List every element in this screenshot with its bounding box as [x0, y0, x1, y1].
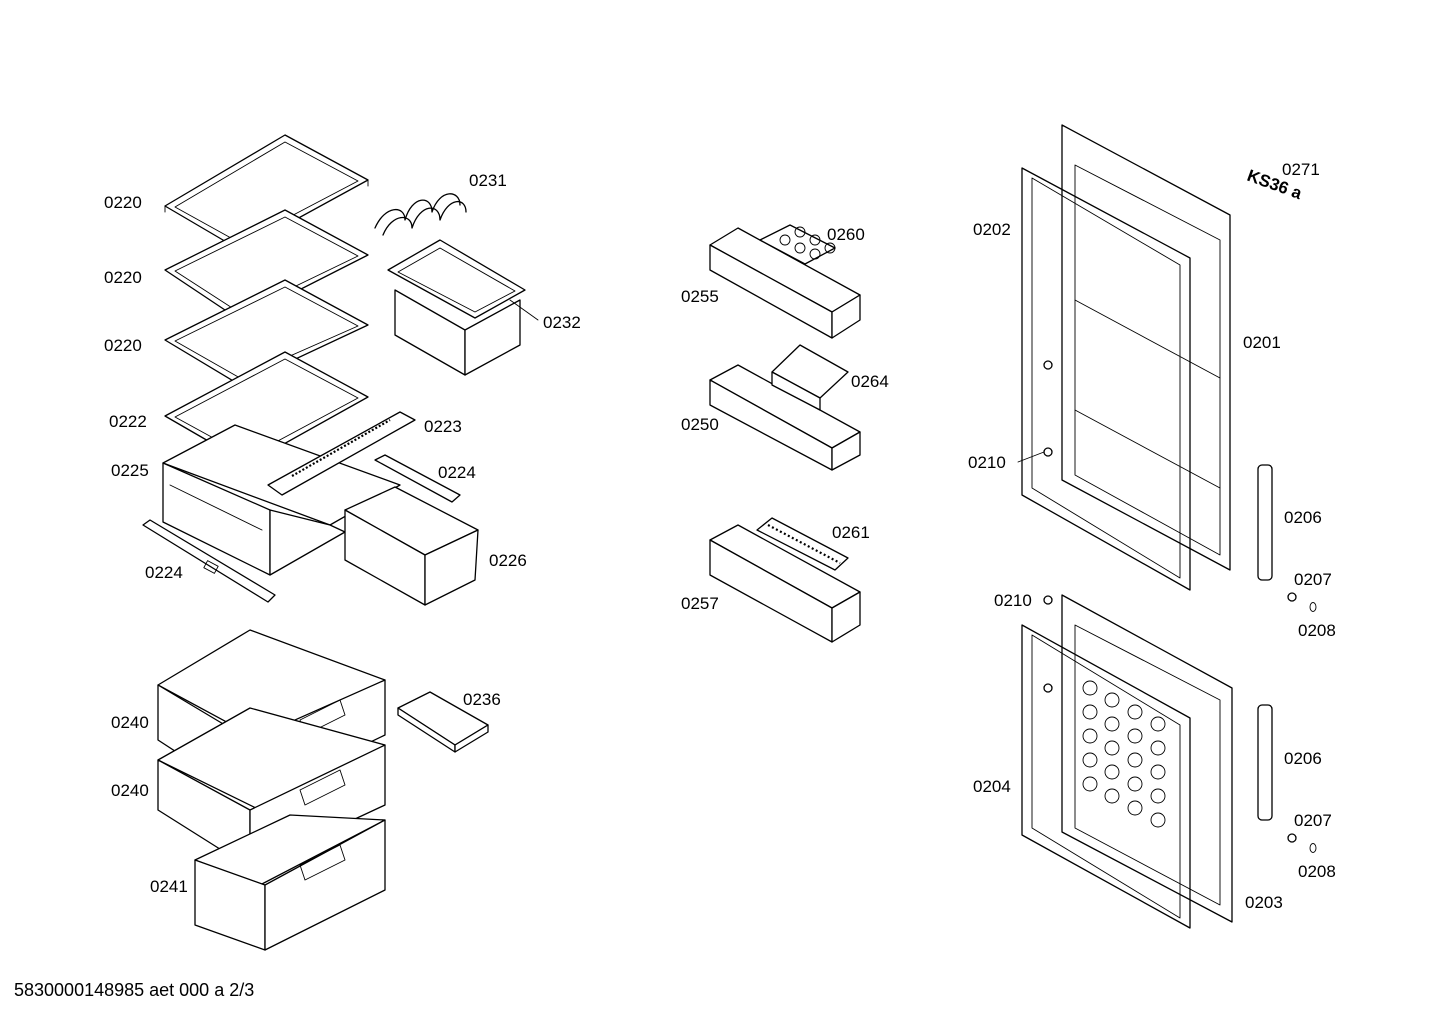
callout-0232: 0232 — [543, 313, 581, 332]
hinge-pin-4 — [1043, 683, 1053, 693]
hinge-pin-2 — [1043, 447, 1053, 457]
callout-0223: 0223 — [424, 417, 462, 436]
callout-0207: 0207 — [1294, 570, 1332, 589]
callout-0271: 0271 — [1282, 160, 1320, 179]
door-handle-lower — [1257, 704, 1273, 821]
freezer-drawer-3 — [194, 814, 386, 951]
fridge-door-inner — [1061, 124, 1231, 571]
front-rail — [267, 411, 416, 496]
door-shelf-0255 — [709, 227, 861, 339]
crisper-box — [162, 424, 401, 576]
callout-0220: 0220 — [104, 336, 142, 355]
callout-0240: 0240 — [111, 713, 149, 732]
cap-lower — [1309, 843, 1317, 853]
callout-0208: 0208 — [1298, 621, 1336, 640]
hinge-pin-3 — [1043, 595, 1053, 605]
freezer-door-inner — [1061, 594, 1233, 923]
callout-0224: 0224 — [438, 463, 476, 482]
callout-0224: 0224 — [145, 563, 183, 582]
callout-0207: 0207 — [1294, 811, 1332, 830]
bottle-rack — [374, 193, 467, 236]
door-shelf-0250 — [709, 364, 861, 471]
callout-labels: 0220 0220 0220 0222 0225 0224 0231 0232 … — [104, 160, 1336, 912]
callout-0240: 0240 — [111, 781, 149, 800]
freezer-door-dimples — [1082, 680, 1166, 828]
door-shelf-0257 — [709, 524, 861, 643]
callout-0261: 0261 — [832, 523, 870, 542]
callout-0226: 0226 — [489, 551, 527, 570]
bottle-retainer — [756, 517, 849, 571]
callout-0220: 0220 — [104, 268, 142, 287]
callout-0208: 0208 — [1298, 862, 1336, 881]
ice-tray — [397, 691, 489, 753]
glass-shelf-2 — [164, 209, 369, 321]
screw-lower — [1287, 833, 1297, 843]
leader-lines — [509, 299, 1045, 463]
callout-0201: 0201 — [1243, 333, 1281, 352]
callout-0257: 0257 — [681, 594, 719, 613]
document-footer: 5830000148985 aet 000 a 2/3 — [14, 980, 255, 1000]
callout-0210: 0210 — [968, 453, 1006, 472]
callout-0206: 0206 — [1284, 749, 1322, 768]
side-rail-right — [374, 454, 461, 503]
small-bin — [344, 486, 479, 606]
fridge-door-gasket — [1021, 167, 1191, 591]
callout-0236: 0236 — [463, 690, 501, 709]
callout-0210: 0210 — [994, 591, 1032, 610]
callout-0204: 0204 — [973, 777, 1011, 796]
cap-upper — [1309, 602, 1317, 612]
callout-0203: 0203 — [1245, 893, 1283, 912]
callout-0250: 0250 — [681, 415, 719, 434]
callout-0202: 0202 — [973, 220, 1011, 239]
door-handle-upper — [1257, 464, 1273, 581]
screw-upper — [1287, 592, 1297, 602]
freezer-door-gasket — [1021, 624, 1191, 929]
side-rail-left — [142, 519, 276, 603]
callout-0255: 0255 — [681, 287, 719, 306]
butter-box — [771, 344, 849, 411]
callout-0222: 0222 — [109, 412, 147, 431]
callout-0264: 0264 — [851, 372, 889, 391]
callout-0225: 0225 — [111, 461, 149, 480]
callout-0260: 0260 — [827, 225, 865, 244]
callout-0231: 0231 — [469, 171, 507, 190]
callout-0241: 0241 — [150, 877, 188, 896]
glass-shelf-1 — [164, 134, 369, 257]
callout-0206: 0206 — [1284, 508, 1322, 527]
hinge-pin-1 — [1043, 360, 1053, 370]
upper-drawer — [387, 239, 526, 376]
glass-shelf-3 — [164, 279, 369, 386]
egg-tray — [759, 224, 836, 265]
callout-0220: 0220 — [104, 193, 142, 212]
